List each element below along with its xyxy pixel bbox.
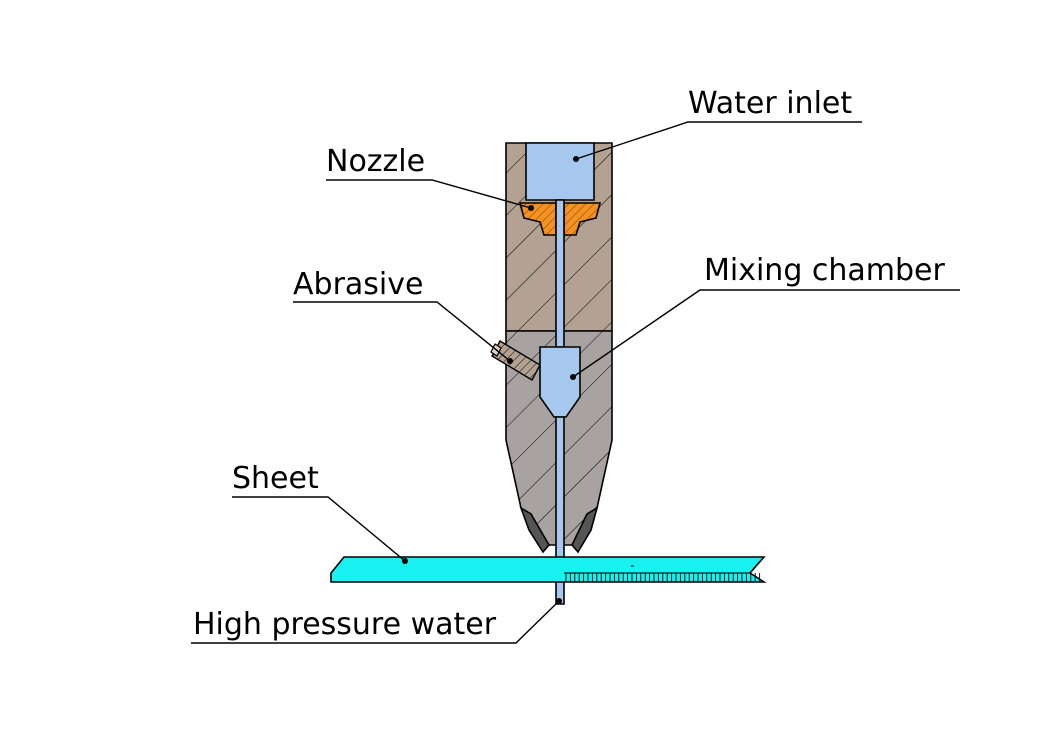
- nozzle-part: [518, 202, 602, 236]
- abrasive-tube: [490, 340, 541, 381]
- tip-right: [571, 506, 599, 554]
- sheet-workpiece: [330, 556, 767, 583]
- mixing-chamber-cavity: [539, 346, 581, 418]
- mixing-chamber-label: Mixing chamber: [704, 253, 946, 288]
- water-inlet-chamber: [525, 142, 595, 201]
- jet-leader: [191, 600, 560, 644]
- water-inlet-leader: [575, 121, 862, 160]
- cut-kerf: [564, 572, 761, 582]
- sheet-label: Sheet: [232, 461, 319, 496]
- water-channel-upper: [555, 199, 565, 348]
- nozzle-leader: [326, 179, 532, 209]
- abrasive-leader: [293, 301, 511, 362]
- mixing-chamber-leader: [572, 289, 960, 378]
- nozzle-label: Nozzle: [326, 144, 425, 179]
- tip-left: [519, 506, 550, 554]
- high-pressure-water-label: High pressure water: [193, 607, 497, 642]
- sheet-leader: [232, 496, 406, 562]
- water-inlet-label: Water inlet: [688, 86, 852, 121]
- abrasive-label: Abrasive: [293, 267, 423, 302]
